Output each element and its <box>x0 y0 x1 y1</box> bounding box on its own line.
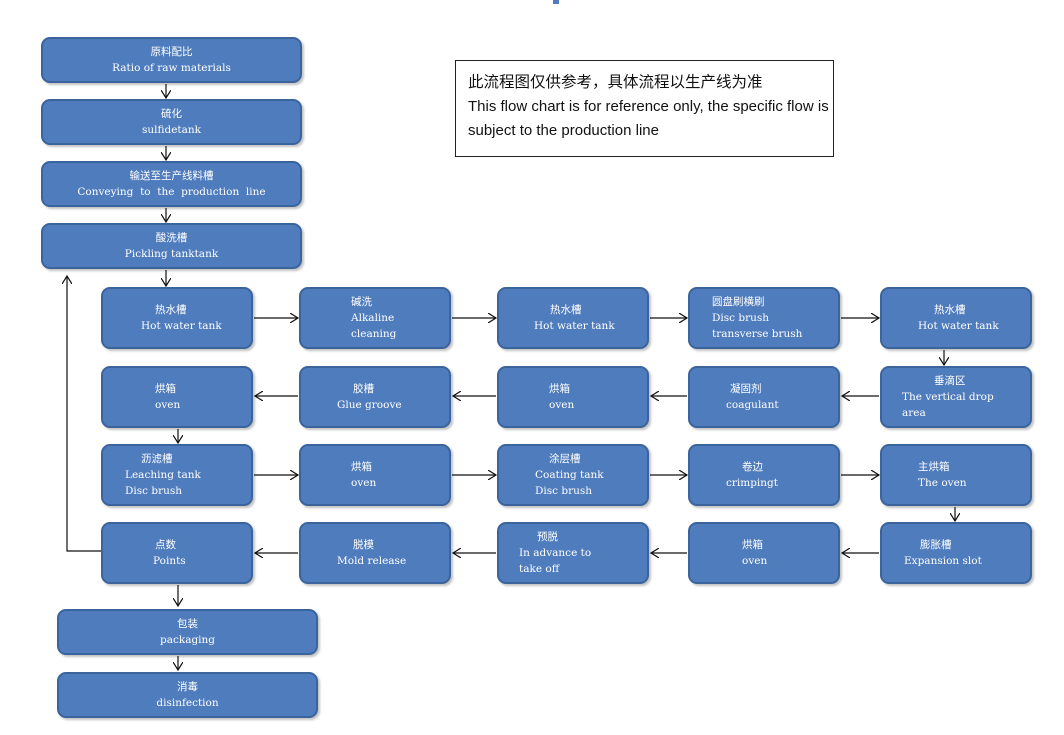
step-label-zh: 点数 <box>155 539 176 551</box>
step-hot-water-tank-3: 热水槽 Hot water tank <box>880 287 1032 349</box>
step-label-zh: 碱洗 <box>351 296 372 308</box>
step-label-zh: 卷边 <box>742 461 763 473</box>
step-coagulant: 凝固剂 coagulant <box>688 366 840 428</box>
step-alkaline-cleaning: 碱洗 Alkaline cleaning <box>299 287 451 349</box>
step-label-en-line2: take off <box>519 563 560 575</box>
step-leaching-tank: 沥滤槽 Leaching tank Disc brush <box>101 444 253 506</box>
step-label-en: The oven <box>918 477 967 489</box>
step-oven-2: 烘箱 oven <box>497 366 649 428</box>
step-label-en: crimpingt <box>726 477 778 489</box>
step-label-en: In advance to <box>519 547 592 559</box>
step-label-en: Coating tank <box>535 469 604 481</box>
step-label-en: Points <box>153 555 186 567</box>
step-label-zh: 酸洗槽 <box>155 232 188 244</box>
step-disc-brush-transverse: 圆盘刷横刷 Disc brush transverse brush <box>688 287 840 349</box>
step-label-zh: 热水槽 <box>155 304 187 316</box>
step-label-en-line2: Disc brush <box>535 485 593 497</box>
step-label-en-line2: Disc brush <box>125 485 183 497</box>
step-label-zh: 圆盘刷横刷 <box>712 296 765 308</box>
arrow-return-loop <box>67 276 101 552</box>
step-expansion-slot: 膨胀槽 Expansion slot <box>880 522 1032 584</box>
step-packaging: 包装 packaging <box>57 609 318 655</box>
step-disinfection: 消毒 disinfection <box>57 672 318 718</box>
top-edge-mark <box>553 0 559 4</box>
step-raw-material-ratio: 原料配比 Ratio of raw materials <box>41 37 302 83</box>
step-advance-take-off: 预脱 In advance to take off <box>497 522 649 584</box>
note-text-zh: 此流程图仅供参考，具体流程以生产线为准 <box>468 73 763 91</box>
step-label-en: Expansion slot <box>904 555 982 567</box>
step-label-zh: 输送至生产线料槽 <box>129 170 214 182</box>
step-label-en: Mold release <box>337 555 407 567</box>
step-label-en: oven <box>155 399 181 411</box>
step-label-zh: 烘箱 <box>549 383 570 395</box>
step-label-en: Pickling tanktank <box>124 248 219 260</box>
step-label-en-line2: cleaning <box>351 328 397 340</box>
step-label-zh: 主烘箱 <box>918 461 950 473</box>
step-hot-water-tank-2: 热水槽 Hot water tank <box>497 287 649 349</box>
step-pickling-tank: 酸洗槽 Pickling tanktank <box>41 223 302 269</box>
step-mold-release: 脱模 Mold release <box>299 522 451 584</box>
step-label-en: Glue groove <box>337 399 402 411</box>
step-glue-groove: 胶槽 Glue groove <box>299 366 451 428</box>
step-points: 点数 Points <box>101 522 253 584</box>
step-label-zh: 凝固剂 <box>730 383 762 395</box>
step-label-zh: 涂层槽 <box>549 453 581 465</box>
step-label-en: Ratio of raw materials <box>112 62 231 74</box>
step-label-zh: 硫化 <box>161 108 182 120</box>
step-label-en-line2: area <box>902 407 926 419</box>
note-text-en: This flow chart is for reference only, t… <box>468 98 829 139</box>
step-label-zh: 热水槽 <box>934 304 966 316</box>
step-label-en: Hot water tank <box>534 320 615 332</box>
step-label-zh: 脱模 <box>353 539 374 551</box>
step-oven-4: 烘箱 oven <box>688 522 840 584</box>
step-label-zh: 预脱 <box>537 531 558 543</box>
step-label-zh: 烘箱 <box>742 539 763 551</box>
step-main-oven: 主烘箱 The oven <box>880 444 1032 506</box>
step-oven-1: 烘箱 oven <box>101 366 253 428</box>
step-crimping: 卷边 crimpingt <box>688 444 840 506</box>
step-label-en: oven <box>351 477 377 489</box>
step-label-en: disinfection <box>156 697 219 709</box>
step-label-en: Disc brush <box>712 312 770 324</box>
step-label-en: sulfidetank <box>141 124 202 136</box>
step-label-en: Alkaline <box>351 312 395 324</box>
step-label-en: Conveying to the production line <box>77 186 266 198</box>
step-label-zh: 包装 <box>177 618 198 630</box>
step-label-en: The vertical drop <box>902 391 994 403</box>
step-label-zh: 烘箱 <box>155 383 176 395</box>
step-label-zh: 胶槽 <box>353 383 374 395</box>
step-label-en: Hot water tank <box>918 320 999 332</box>
step-label-zh: 膨胀槽 <box>920 539 952 551</box>
step-label-en: oven <box>742 555 768 567</box>
step-label-zh: 热水槽 <box>550 304 582 316</box>
step-label-en: Leaching tank <box>125 469 201 481</box>
step-coating-tank: 涂层槽 Coating tank Disc brush <box>497 444 649 506</box>
step-label-en: oven <box>549 399 575 411</box>
step-oven-3: 烘箱 oven <box>299 444 451 506</box>
step-sulfide-tank: 硫化 sulfidetank <box>41 99 302 145</box>
step-label-en: packaging <box>159 634 216 646</box>
reference-note: 此流程图仅供参考，具体流程以生产线为准 This flow chart is f… <box>455 60 834 157</box>
step-label-zh: 沥滤槽 <box>141 453 173 465</box>
step-label-en: Hot water tank <box>141 320 222 332</box>
step-label-zh: 垂滴区 <box>934 375 966 387</box>
step-label-en: coagulant <box>726 399 779 411</box>
step-label-en-line2: transverse brush <box>712 328 803 340</box>
step-conveying: 输送至生产线料槽 Conveying to the production lin… <box>41 161 302 207</box>
step-hot-water-tank-1: 热水槽 Hot water tank <box>101 287 253 349</box>
step-label-zh: 消毒 <box>177 681 198 693</box>
step-label-zh: 原料配比 <box>150 46 193 58</box>
step-label-zh: 烘箱 <box>351 461 372 473</box>
step-vertical-drop-area: 垂滴区 The vertical drop area <box>880 366 1032 428</box>
